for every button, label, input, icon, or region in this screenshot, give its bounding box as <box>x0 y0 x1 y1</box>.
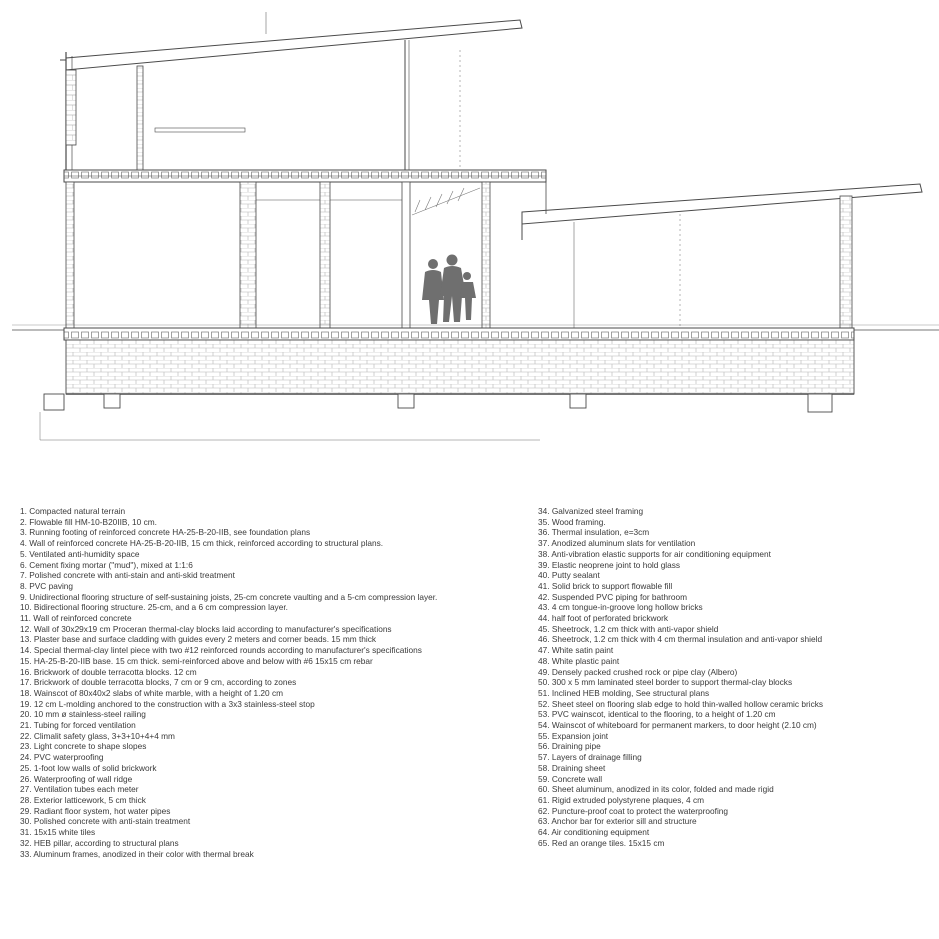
legend-item: 10. Bidirectional flooring structure. 25… <box>20 602 288 613</box>
legend-item: 47. White satin paint <box>538 645 614 656</box>
legend-item: 48. White plastic paint <box>538 655 620 666</box>
lower-walls <box>65 181 853 330</box>
legend-item: 61. Rigid extruded polystyrene plaques, … <box>538 794 705 805</box>
legend-item: 59. Concrete wall <box>538 773 603 784</box>
legend-item: 27. Ventilation tubes each meter <box>20 784 139 795</box>
legend-item: 4. Wall of reinforced concrete HA-25-B-2… <box>20 538 384 549</box>
legend-item: 1. Compacted natural terrain <box>20 506 126 516</box>
legend-item: 40. Putty sealant <box>538 570 600 581</box>
legend-item: 50. 300 x 5 mm laminated steel border to… <box>538 677 793 688</box>
legend-item: 17. Brickwork of double terracotta block… <box>20 677 297 688</box>
legend-item: 3. Running footing of reinforced concret… <box>20 527 311 538</box>
legend-item: 30. Polished concrete with anti-stain tr… <box>20 816 191 827</box>
legend-item: 19. 12 cm L-molding anchored to the cons… <box>20 698 315 709</box>
lower-roof <box>521 182 923 240</box>
legend-item: 62. Puncture-proof coat to protect the w… <box>538 805 729 816</box>
legend-item: 53. PVC wainscot, identical to the floor… <box>538 709 776 720</box>
legend-item: 36. Thermal insulation, e=3cm <box>538 527 650 538</box>
legend-item: 57. Layers of drainage filling <box>538 752 642 763</box>
legend-item: 25. 1-foot low walls of solid brickwork <box>20 762 157 773</box>
legend-item: 2. Flowable fill HM-10-B20IIB, 10 cm. <box>20 516 157 527</box>
legend-item: 56. Draining pipe <box>538 741 601 752</box>
legend-item: 55. Expansion joint <box>538 730 609 741</box>
legend-item: 63. Anchor bar for exterior sill and str… <box>538 816 697 827</box>
skylight-detail <box>411 187 481 216</box>
legend-item: 51. Inclined HEB molding, See structural… <box>538 687 710 698</box>
legend-item: 22. Climalit safety glass, 3+3+10+4+4 mm <box>20 730 175 741</box>
intermediate-slab <box>63 169 547 183</box>
legend-item: 23. Light concrete to shape slopes <box>20 741 147 752</box>
legend-item: 49. Densely packed crushed rock or pipe … <box>538 666 738 677</box>
legend-item: 37. Anodized aluminum slats for ventilat… <box>538 538 696 549</box>
human-figures <box>422 254 476 324</box>
legend-item: 38. Anti-vibration elastic supports for … <box>538 548 771 559</box>
legend-item: 15. HA-25-B-20-IIB base. 15 cm thick. se… <box>20 655 373 666</box>
legend-item: 64. Air conditioning equipment <box>538 827 650 838</box>
legend-item: 7. Polished concrete with anti-stain and… <box>20 570 235 581</box>
upper-roof <box>60 12 523 175</box>
building-section-drawing <box>12 12 939 441</box>
legend-item: 42. Suspended PVC piping for bathroom <box>538 591 687 602</box>
legend-item: 46. Sheetrock, 1.2 cm thick with 4 cm th… <box>538 634 823 645</box>
legend-item: 29. Radiant floor system, hot water pipe… <box>20 805 171 816</box>
legend-item: 33. Aluminum frames, anodized in their c… <box>20 848 254 859</box>
legend-item: 65. Red an orange tiles. 15x15 cm <box>538 837 665 848</box>
legend-item: 11. Wall of reinforced concrete <box>20 613 132 624</box>
legend-item: 28. Exterior latticework, 5 cm thick <box>20 794 146 805</box>
legend-item: 58. Draining sheet <box>538 762 606 773</box>
legend-item: 41. Solid brick to support flowable fill <box>538 580 673 591</box>
legend-item: 44. half foot of perforated brickwork <box>538 613 669 624</box>
legend-item: 12. Wall of 30x29x19 cm Proceran thermal… <box>20 623 392 634</box>
legend-item: 34. Galvanized steel framing <box>538 506 644 516</box>
legend-item: 20. 10 mm ø stainless-steel railing <box>20 709 146 720</box>
legend-item: 54. Wainscot of whiteboard for permanent… <box>538 720 817 731</box>
legend-item: 16. Brickwork of double terracotta block… <box>20 666 197 677</box>
legend-item: 24. PVC waterproofing <box>20 752 104 763</box>
legend-item: 14. Special thermal-clay lintel piece wi… <box>20 645 422 656</box>
legend-item: 26. Waterproofing of wall ridge <box>20 773 133 784</box>
legend-item: 45. Sheetrock, 1.2 cm thick with anti-va… <box>538 623 719 634</box>
legend-item: 35. Wood framing. <box>538 516 606 527</box>
legend-item: 60. Sheet aluminum, anodized in its colo… <box>538 784 774 795</box>
foundation <box>39 339 855 441</box>
clerestory-louvres <box>65 69 77 146</box>
legend-item: 8. PVC paving <box>20 580 74 591</box>
legend-item: 18. Wainscot of 80x40x2 slabs of white m… <box>20 687 284 698</box>
legend-item: 43. 4 cm tongue-in-groove long hollow br… <box>538 602 703 613</box>
ground-floor-slab <box>63 327 855 341</box>
legend-item: 32. HEB pillar, according to structural … <box>20 837 179 848</box>
legend-item: 21. Tubing for forced ventilation <box>20 720 136 731</box>
legend-item: 31. 15x15 white tiles <box>20 827 96 838</box>
legend-item: 52. Sheet steel on flooring slab edge to… <box>538 698 824 709</box>
legend-item: 6. Cement fixing mortar ("mud"), mixed a… <box>20 559 193 570</box>
legend-item: 9. Unidirectional flooring structure of … <box>20 591 438 602</box>
legend-item: 39. Elastic neoprene joint to hold glass <box>538 559 681 570</box>
legend-item: 5. Ventilated anti-humidity space <box>20 548 140 559</box>
legend-item: 13. Plaster base and surface cladding wi… <box>20 634 377 645</box>
